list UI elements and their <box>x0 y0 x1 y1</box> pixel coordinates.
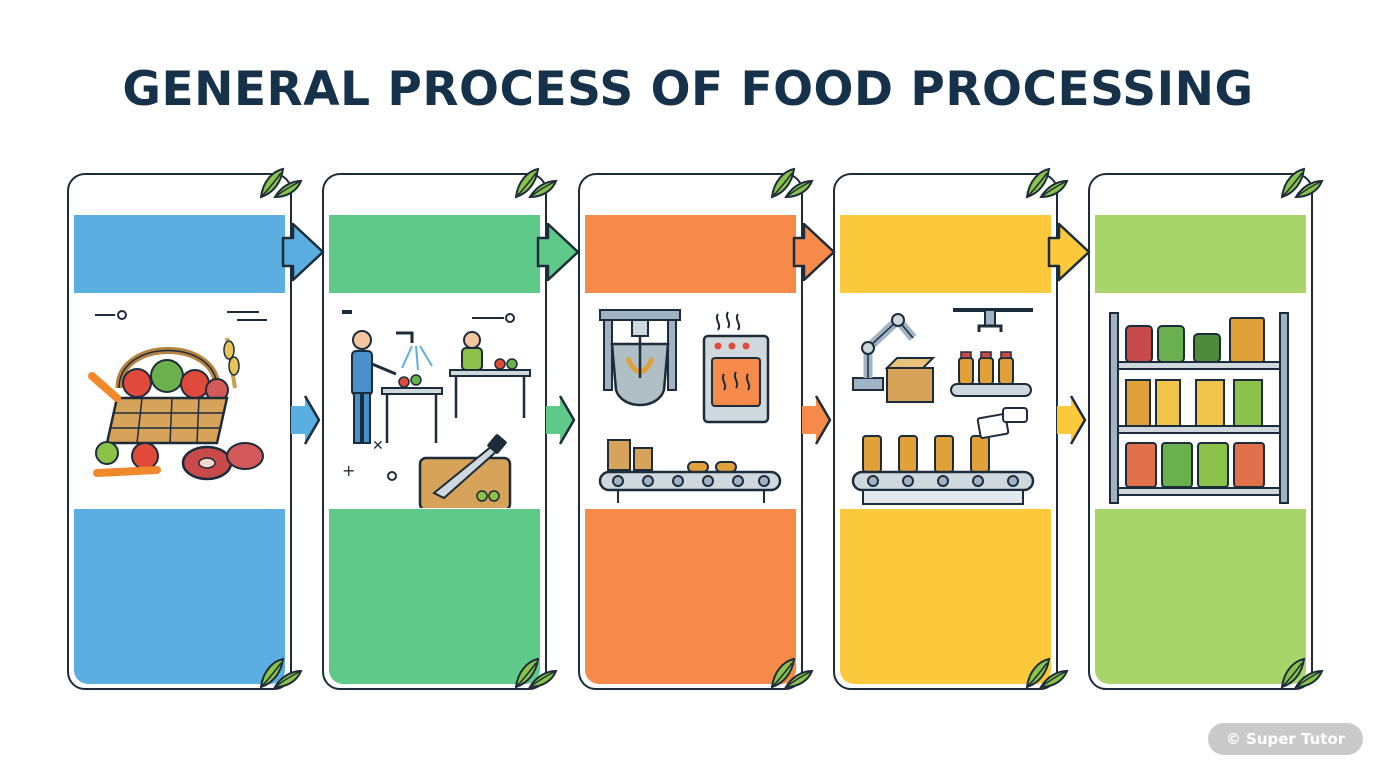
stage-connector-arrow-3 <box>790 220 850 465</box>
leaf-icon <box>768 161 814 201</box>
stage-card-3 <box>578 167 814 690</box>
leaf-icon <box>768 651 814 691</box>
stage-bottom-band <box>840 509 1051 684</box>
watermark-badge: © Super Tutor <box>1208 723 1363 755</box>
svg-text:✕: ✕ <box>372 438 384 454</box>
stage-card-4 <box>833 167 1069 690</box>
stage-connector-arrow-4 <box>1045 220 1105 465</box>
stage-top-band <box>1095 215 1306 293</box>
finished-product-illustration <box>1098 298 1303 508</box>
leaf-icon <box>512 651 558 691</box>
leaf-icon <box>257 161 303 201</box>
leaf-icon <box>1278 161 1324 201</box>
leaf-icon <box>1023 161 1069 201</box>
stage-card-1 <box>67 167 303 690</box>
stage-connector-arrow-1 <box>279 220 339 465</box>
stage-bottom-band <box>329 509 540 684</box>
page-title: GENERAL PROCESS OF FOOD PROCESSING <box>122 62 1254 117</box>
stage-top-band <box>329 215 540 293</box>
leaf-icon <box>257 651 303 691</box>
leaf-icon <box>1278 651 1324 691</box>
raw-ingredients-illustration <box>77 298 282 508</box>
stage-connector-arrow-2 <box>534 220 594 465</box>
stage-bottom-band <box>1095 509 1306 684</box>
preparation-illustration: ✕ + <box>332 298 537 512</box>
stage-bottom-band <box>74 509 285 684</box>
leaf-icon <box>512 161 558 201</box>
stage-bottom-band <box>585 509 796 684</box>
stage-card-5 <box>1088 167 1324 690</box>
leaf-icon <box>1023 651 1069 691</box>
stage-top-band <box>74 215 285 293</box>
packaging-illustration <box>843 298 1048 508</box>
stage-top-band <box>840 215 1051 293</box>
stage-top-band <box>585 215 796 293</box>
stage-card-2: ✕ + <box>322 167 558 690</box>
processing-illustration <box>588 298 793 508</box>
svg-text:+: + <box>342 461 355 480</box>
